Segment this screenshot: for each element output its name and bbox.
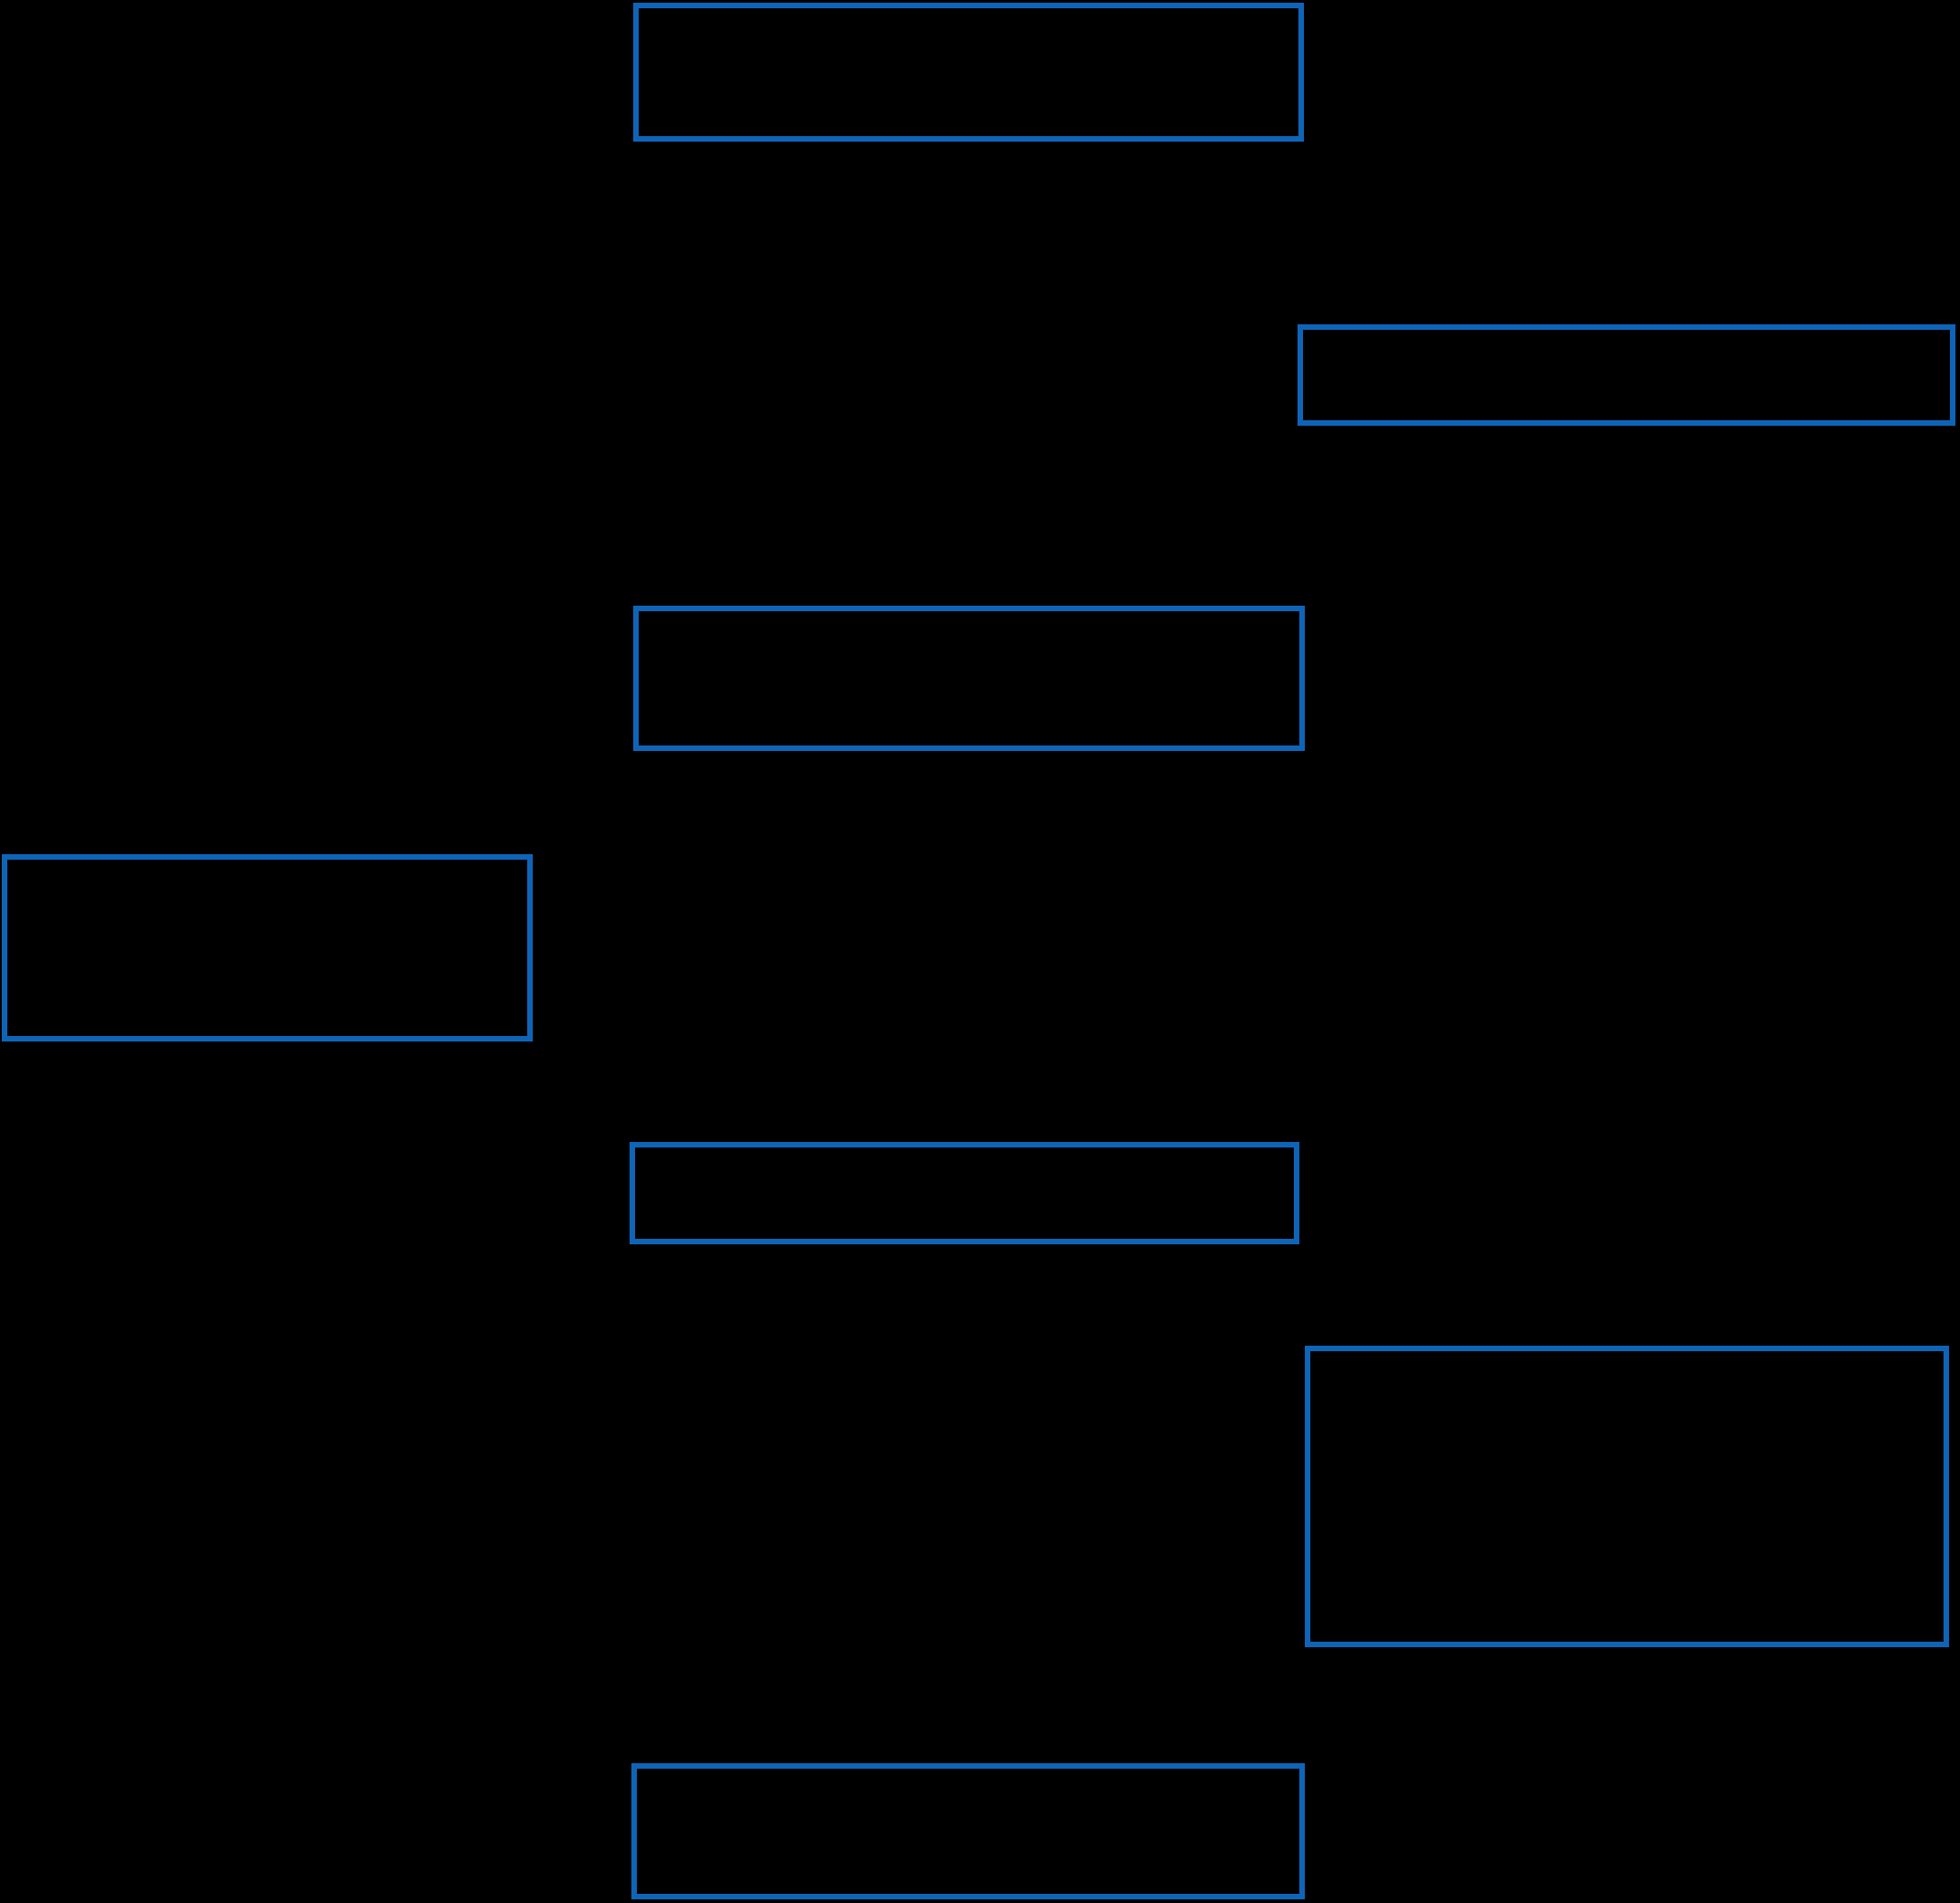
highlight-box-center-upper[interactable] (633, 606, 1305, 751)
highlight-box-bottom-center[interactable] (631, 1763, 1305, 1899)
highlight-box-top-center[interactable] (633, 3, 1304, 142)
highlight-box-right-upper[interactable] (1298, 324, 1955, 426)
highlight-box-left[interactable] (2, 854, 533, 1041)
highlight-box-right-lower[interactable] (1305, 1346, 1949, 1647)
highlight-box-center-middle[interactable] (630, 1142, 1299, 1244)
